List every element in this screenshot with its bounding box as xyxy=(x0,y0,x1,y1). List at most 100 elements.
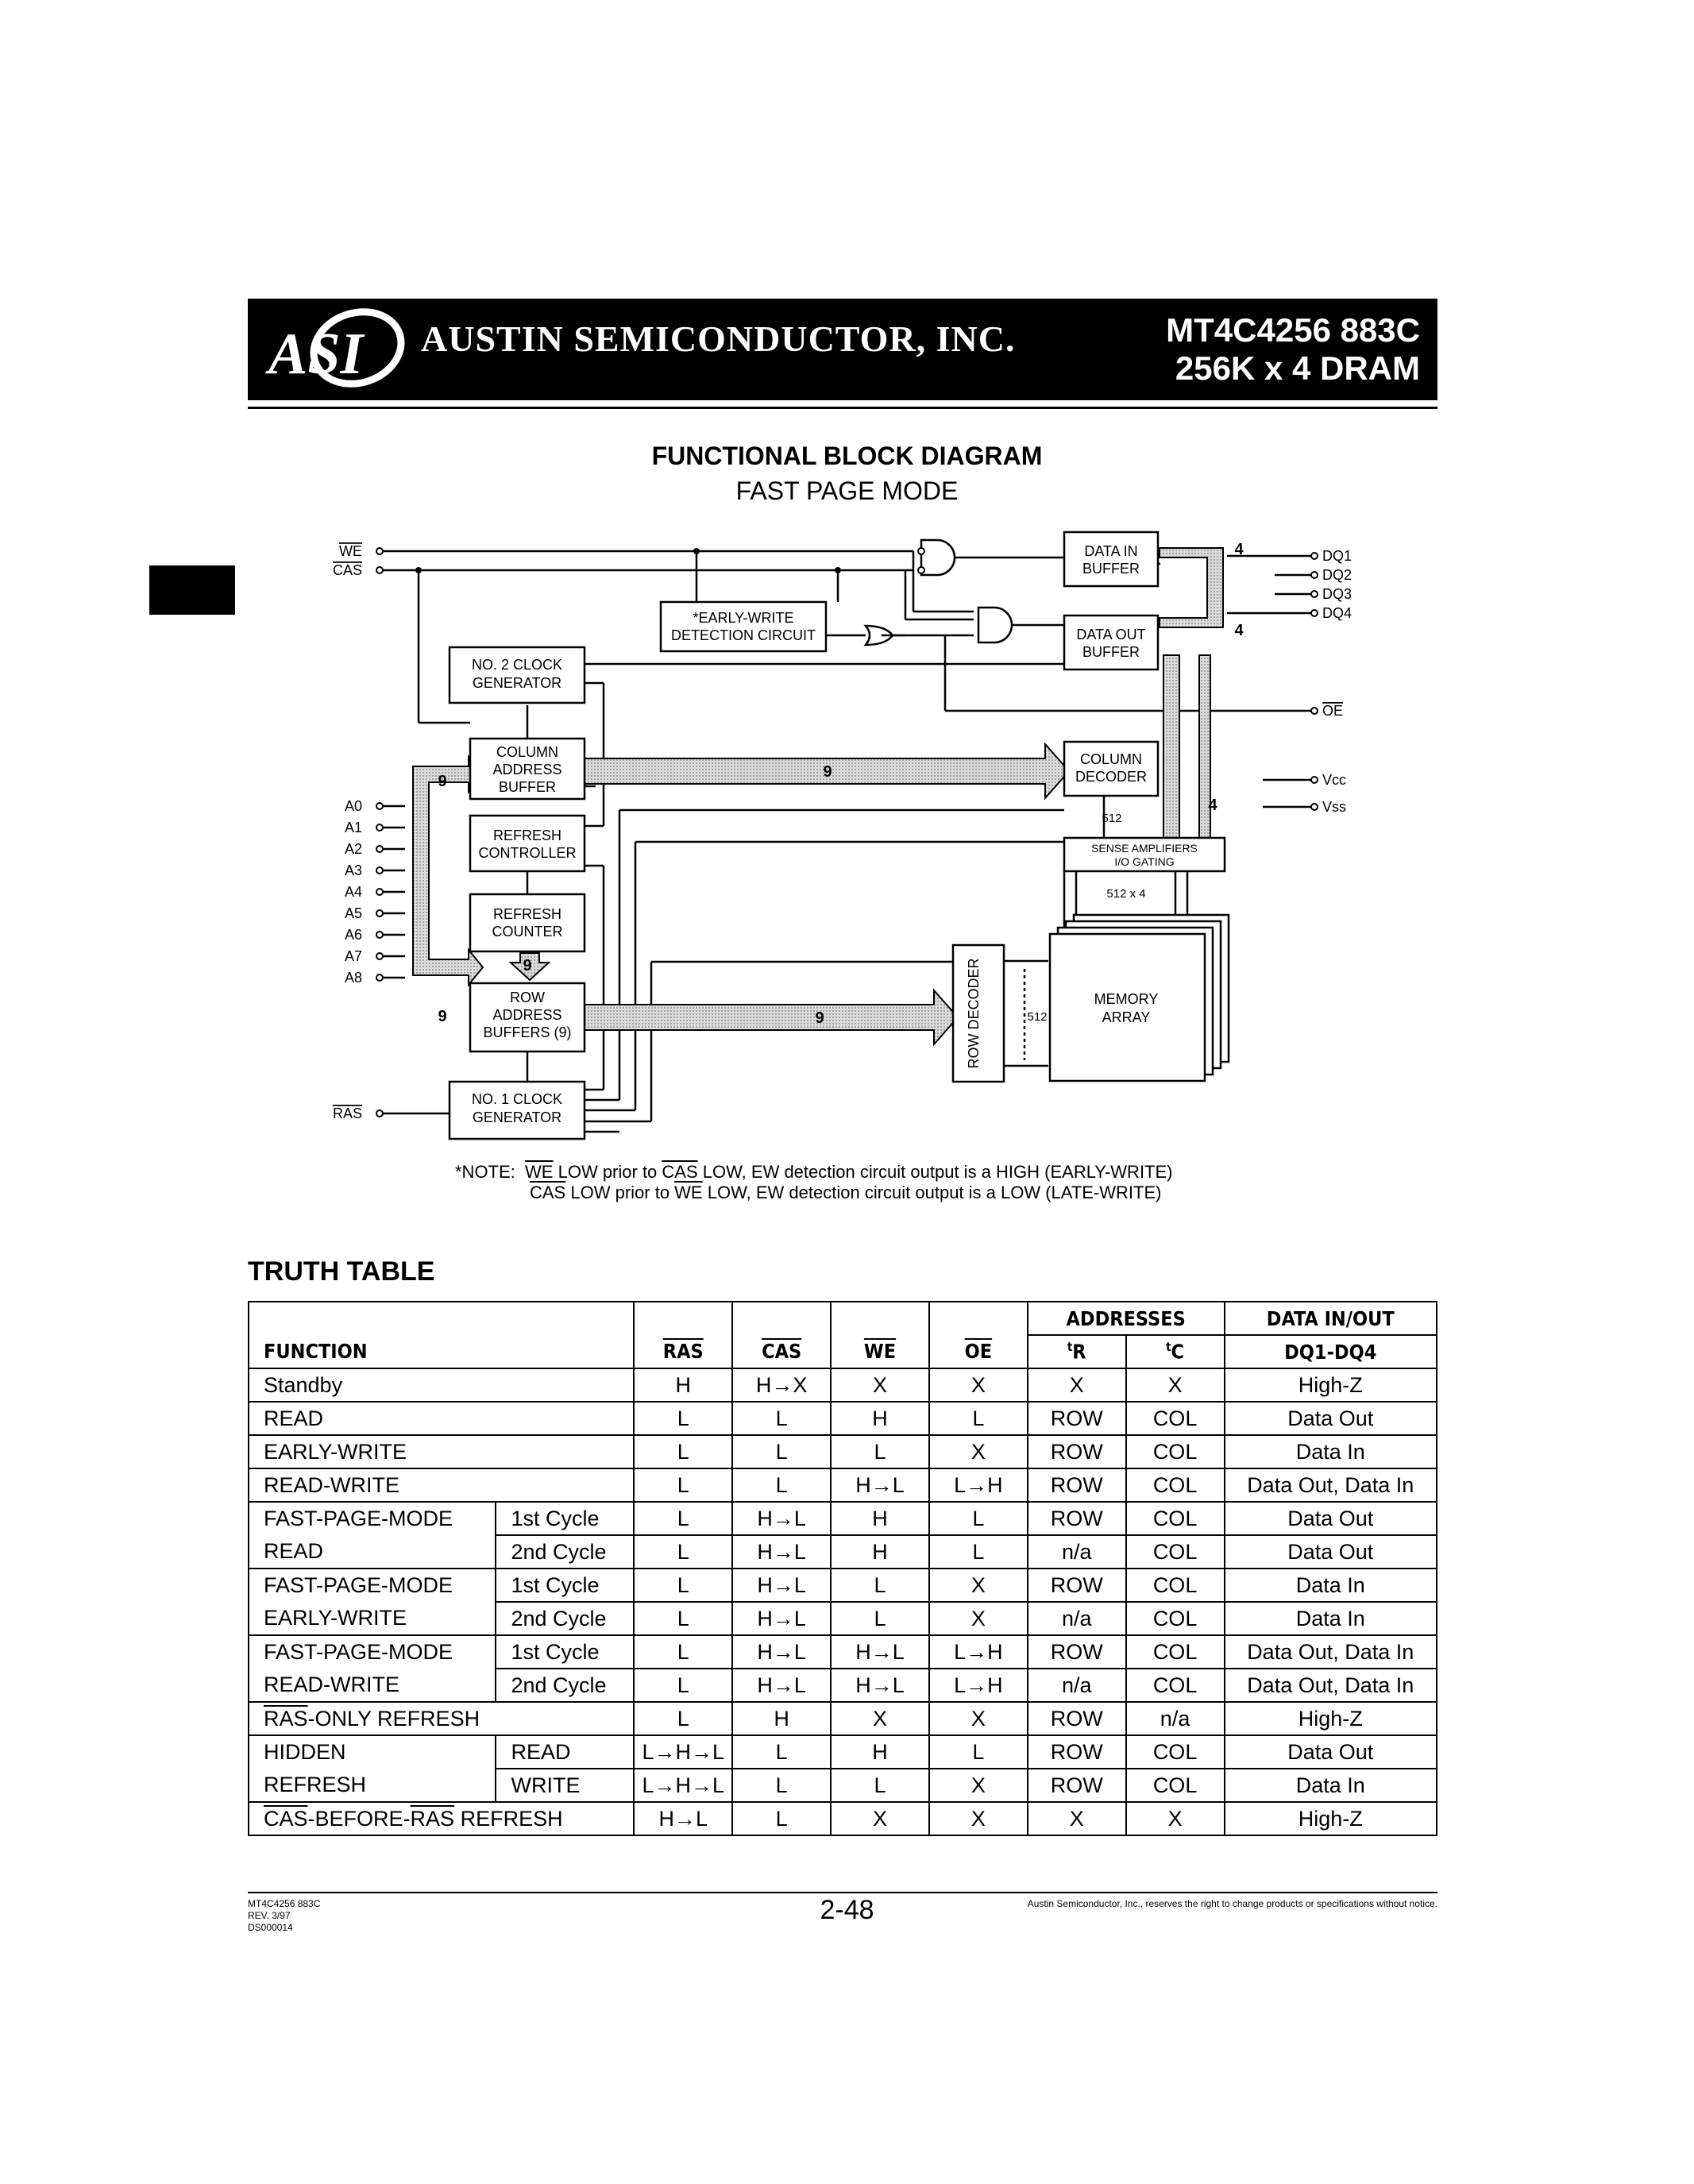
bus-9-counter: 9 xyxy=(523,957,531,974)
bus-9-row: 9 xyxy=(815,1009,824,1027)
data-out-label-2: BUFFER xyxy=(1082,644,1140,660)
diagram-title: FUNCTIONAL BLOCK DIAGRAM xyxy=(651,442,1043,470)
row-buf-label-3: BUFFERS (9) xyxy=(483,1024,571,1040)
row-dec-label: ROW DECODER xyxy=(966,959,982,1069)
mem-label-1: MEMORY xyxy=(1094,991,1159,1007)
data-in-label-1: DATA IN xyxy=(1084,543,1137,559)
function-header: FUNCTION xyxy=(247,1335,635,1369)
addr-a3: A3 xyxy=(345,862,362,878)
header-band xyxy=(248,299,1437,400)
footer-doc-info: MT4C4256 883C REV. 3/97 DS000014 xyxy=(248,1898,321,1933)
cas-pin-label: CAS xyxy=(333,562,362,578)
bus-4-out: 4 xyxy=(1234,622,1244,639)
diagram-subtitle: FAST PAGE MODE xyxy=(735,477,959,505)
we-header: WE xyxy=(863,1340,897,1363)
diagram-note-line-2: CAS LOW prior to WE LOW, EW detection ci… xyxy=(530,1183,1162,1202)
logo-text: ASI xyxy=(265,322,365,387)
clk2-label-1: NO. 2 CLOCK xyxy=(472,657,562,673)
bus-512x4: 512 x 4 xyxy=(1106,887,1145,901)
diagram-note-line-1: *NOTE: WE LOW prior to CAS LOW, EW detec… xyxy=(455,1162,1173,1182)
col-dec-label-1: COLUMN xyxy=(1080,751,1142,767)
bus-9-col: 9 xyxy=(823,763,832,781)
addr-a4: A4 xyxy=(345,884,362,900)
row-buf-label-1: ROW xyxy=(510,990,545,1005)
clk1-label-2: GENERATOR xyxy=(473,1109,561,1125)
oe-pin-label: OE xyxy=(1322,703,1343,719)
bus-9-col-left: 9 xyxy=(438,773,446,790)
dq4-label: DQ4 xyxy=(1322,605,1352,621)
page-number: 2-48 xyxy=(820,1895,874,1925)
addr-a7: A7 xyxy=(345,948,362,964)
refresh-cnt-label-2: COUNTER xyxy=(492,924,563,940)
oe-header: OE xyxy=(964,1340,993,1363)
bus-4-sense: 4 xyxy=(1208,797,1217,814)
table-header-row: FUNCTION RAS CAS WE OE tR tC DQ1-DQ4 xyxy=(247,1334,1437,1369)
cas-header: CAS xyxy=(762,1340,802,1363)
truth-table: ADDRESSES DATA IN/OUT FUNCTION RAS CAS W… xyxy=(247,1301,1437,1836)
bus-4-in: 4 xyxy=(1234,541,1244,558)
dq2-label: DQ2 xyxy=(1322,567,1352,583)
sense-label-1: SENSE AMPLIFIERS xyxy=(1091,842,1198,855)
clk2-label-2: GENERATOR xyxy=(473,675,561,691)
dq-header: DQ1-DQ4 xyxy=(1223,1334,1437,1369)
addr-a6: A6 xyxy=(345,927,362,943)
addr-a5: A5 xyxy=(345,905,362,921)
bus-512-col: 512 xyxy=(1102,812,1121,825)
clk1-label-1: NO. 1 CLOCK xyxy=(472,1091,562,1107)
footer-rule xyxy=(248,1892,1437,1893)
ras-pin-label: RAS xyxy=(333,1106,362,1121)
addr-a0: A0 xyxy=(345,798,362,814)
col-buf-label-1: COLUMN xyxy=(496,744,558,760)
table-header-row: ADDRESSES DATA IN/OUT xyxy=(247,1301,1437,1336)
asi-logo-icon: ASI xyxy=(265,308,405,388)
addr-a1: A1 xyxy=(345,820,362,835)
col-dec-label-2: DECODER xyxy=(1075,769,1147,785)
vcc-label: Vcc xyxy=(1322,772,1346,788)
tc-header: tC xyxy=(1125,1334,1225,1369)
functional-block-diagram: WE CAS RAS A0 A1 A2 A3 A4 A5 A6 A7 A8 DQ… xyxy=(333,531,1352,1140)
vss-label: Vss xyxy=(1322,799,1346,815)
tr-header: tR xyxy=(1026,1334,1127,1369)
col-buf-label-3: BUFFER xyxy=(499,779,556,795)
data-header: DATA IN/OUT xyxy=(1223,1301,1437,1336)
ew-label-1: *EARLY-WRITE xyxy=(693,610,793,626)
refresh-ctrl-label-1: REFRESH xyxy=(493,828,561,843)
section-tab xyxy=(149,565,235,615)
company-name: AUSTIN SEMICONDUCTOR, INC. xyxy=(421,318,1016,359)
ew-label-2: DETECTION CIRCUIT xyxy=(671,627,816,643)
mem-label-2: ARRAY xyxy=(1102,1009,1151,1025)
bus-512-row: 512 xyxy=(1027,1010,1047,1024)
header-rule xyxy=(248,407,1437,409)
sense-label-2: I/O GATING xyxy=(1114,855,1174,868)
ras-header: RAS xyxy=(662,1340,704,1363)
part-description: 256K x 4 DRAM xyxy=(1175,349,1420,387)
refresh-cnt-label-1: REFRESH xyxy=(493,906,561,922)
data-out-label-1: DATA OUT xyxy=(1076,627,1145,642)
addr-a2: A2 xyxy=(345,841,362,857)
addresses-header: ADDRESSES xyxy=(1026,1301,1225,1336)
footer-disclaimer: Austin Semiconductor, Inc., reserves the… xyxy=(1027,1898,1437,1909)
truth-table-title: TRUTH TABLE xyxy=(248,1256,435,1287)
addr-a8: A8 xyxy=(345,970,362,986)
part-number: MT4C4256 883C xyxy=(1166,311,1420,349)
we-pin-label: WE xyxy=(339,543,362,559)
bus-9-row-left: 9 xyxy=(438,1008,446,1025)
dq1-label: DQ1 xyxy=(1322,548,1352,564)
row-buf-label-2: ADDRESS xyxy=(492,1007,561,1023)
dq3-label: DQ3 xyxy=(1322,586,1352,602)
refresh-ctrl-label-2: CONTROLLER xyxy=(478,845,576,861)
